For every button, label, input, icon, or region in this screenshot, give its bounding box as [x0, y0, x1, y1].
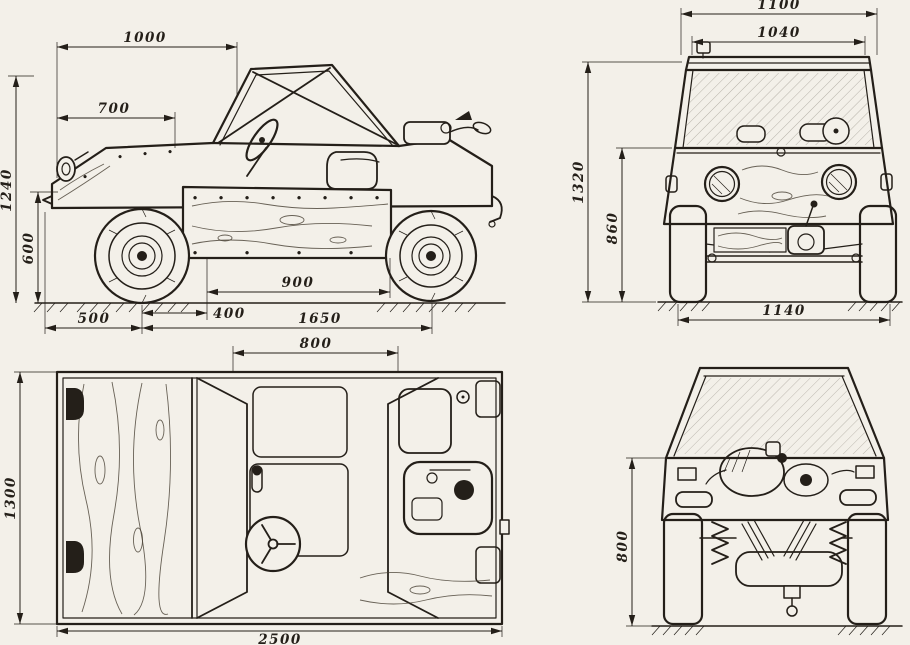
- filler-cap: [456, 390, 470, 404]
- side-wood-panel: [83, 150, 393, 260]
- dim-label-400: 400: [213, 306, 246, 322]
- corner-box-bottom: [475, 546, 501, 584]
- rear-view: 800: [615, 366, 903, 636]
- dim-label-1650: 1650: [298, 311, 342, 327]
- rear-body: [660, 456, 890, 522]
- dim-label-700: 700: [98, 101, 131, 117]
- tail-lamp-left: [675, 491, 713, 508]
- side-steering-wheel: [245, 118, 279, 177]
- tail-lamp-right: [839, 489, 877, 506]
- front-view: 1100 1040 1320 860 1140: [571, 0, 903, 326]
- ground-hatching: [657, 301, 901, 312]
- corner-box-top: [475, 380, 501, 418]
- mirror: [696, 41, 711, 54]
- left-latch-bottom: [66, 541, 84, 573]
- rear-box-right: [855, 465, 875, 479]
- rear-bracket: [489, 195, 503, 223]
- right-marker-light: [880, 173, 893, 191]
- dim-label-1320: 1320: [571, 160, 587, 204]
- dim-label-1140: 1140: [762, 303, 806, 319]
- muffler-cover: [735, 551, 843, 587]
- rear-box-left: [677, 467, 697, 481]
- seat-cushion-rear: [252, 386, 348, 458]
- side-handle: [499, 519, 510, 535]
- seat-headrest-left: [736, 125, 766, 143]
- dim-label-2500: 2500: [257, 632, 302, 645]
- dim-label-800-top: 800: [300, 336, 333, 352]
- dim-label-1000: 1000: [123, 30, 167, 46]
- dim-label-900: 900: [282, 275, 315, 291]
- front-wheel: [93, 207, 191, 305]
- hitch-bracket: [783, 585, 801, 599]
- front-axle: [705, 200, 863, 263]
- ground-hatching: [33, 302, 477, 313]
- cockpit-walls: [196, 377, 439, 619]
- side-seat: [326, 151, 378, 190]
- rear-window: [664, 366, 886, 460]
- dim-label-800-rear: 800: [615, 530, 631, 563]
- left-headlight: [703, 165, 741, 203]
- side-headlight: [56, 151, 89, 182]
- rear-deck: [397, 137, 494, 208]
- tow-ring: [786, 605, 798, 617]
- ground-hatching: [651, 625, 891, 636]
- tow-hook: [42, 195, 53, 205]
- front-right-wheel: [858, 204, 898, 304]
- rear-wheel: [384, 209, 478, 303]
- front-body: [662, 146, 895, 226]
- roll-cage: [211, 63, 401, 148]
- rear-suspension: [699, 519, 853, 617]
- seat-cushion-line: [340, 158, 380, 163]
- top-plan-view: 800 1300 2500: [3, 336, 510, 645]
- beltline: [211, 141, 401, 148]
- left-latch-top: [66, 388, 84, 420]
- engine-bay: [359, 380, 510, 605]
- engine-block: [402, 460, 494, 536]
- fuel-tank: [398, 388, 452, 454]
- front-dimensions: 1100 1040 1320 860 1140: [571, 0, 891, 326]
- body-inner-line: [62, 377, 497, 619]
- left-marker-light: [665, 175, 678, 193]
- dim-label-1240: 1240: [0, 168, 15, 212]
- gear-lever: [251, 465, 263, 493]
- dim-label-860: 860: [605, 212, 621, 245]
- dim-label-1100: 1100: [757, 0, 801, 13]
- rear-dimensions: 800: [615, 457, 668, 627]
- windshield: [673, 68, 884, 150]
- coil-spring-right: [829, 521, 847, 565]
- dim-label-1040: 1040: [757, 25, 801, 41]
- rear-engine: [677, 441, 875, 497]
- roof-bar: [684, 41, 873, 72]
- front-left-wheel: [668, 204, 708, 304]
- plan-steering-wheel: [244, 515, 302, 573]
- dim-label-600: 600: [21, 232, 37, 265]
- side-dimensions: 1000 700 1240 600 900 400 500 1650: [0, 30, 433, 334]
- top-dimensions: 800 1300 2500: [3, 336, 503, 645]
- rear-left-wheel: [662, 512, 704, 626]
- seat-cushion-front: [249, 463, 349, 557]
- nose-wood-grain: [57, 163, 111, 201]
- side-engine: [403, 111, 503, 228]
- rear-right-wheel: [846, 512, 888, 626]
- coil-spring-left: [711, 521, 729, 565]
- dim-label-1300: 1300: [3, 476, 19, 520]
- side-view: 1000 700 1240 600 900 400 500 1650: [0, 30, 506, 334]
- intake-flag: [455, 111, 472, 120]
- dim-label-500: 500: [78, 311, 111, 327]
- right-headlight: [820, 163, 858, 201]
- rear-deck-panel: [66, 377, 198, 619]
- shock-absorbers: [741, 519, 817, 561]
